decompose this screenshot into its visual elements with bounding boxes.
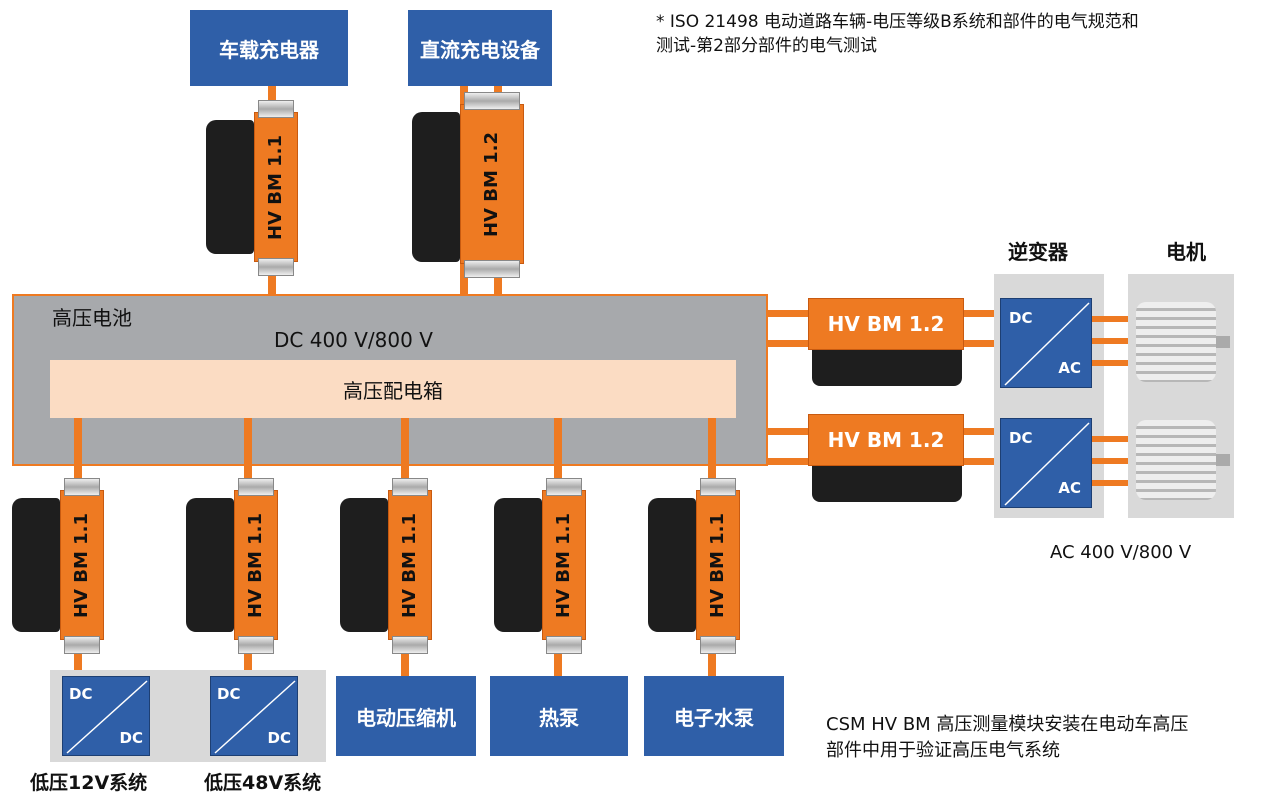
motor-icon: [1136, 420, 1216, 500]
iso-note-line1: * ISO 21498 电动道路车辆-电压等级B系统和部件的电气规范和: [656, 12, 1139, 32]
converter-dc-label: DC: [119, 729, 143, 747]
converter-dc-label: DC: [1009, 309, 1033, 327]
compressor-label: 电动压缩机: [356, 705, 456, 730]
dc-ac-converter: DC AC: [1000, 298, 1092, 388]
dc-dc-converter: DC DC: [62, 676, 150, 756]
cable: [1092, 316, 1136, 322]
low-voltage-12v-label: 低压12V系统: [30, 772, 148, 794]
converter-diagonal: [1004, 302, 1090, 386]
cable: [1092, 480, 1136, 486]
hv-bm-module: HV BM 1.2: [808, 298, 964, 388]
dc-dc-converter: DC DC: [210, 676, 298, 756]
module-label: HV BM 1.2: [827, 428, 945, 452]
hv-bm-module: HV BM 1.1: [494, 478, 586, 654]
cable: [1092, 436, 1136, 442]
hv-bm-module: HV BM 1.2: [412, 92, 524, 278]
heat-pump-box: 热泵: [490, 676, 628, 756]
hv-bm-module: HV BM 1.1: [648, 478, 740, 654]
hv-bm-module: HV BM 1.2: [808, 414, 964, 504]
motor-header: 电机: [1166, 240, 1206, 264]
module-label: HV BM 1.2: [827, 312, 945, 336]
low-voltage-48v-label: 低压48V系统: [204, 772, 322, 794]
module-label: HV BM 1.1: [245, 512, 267, 618]
module-label: HV BM 1.1: [71, 512, 93, 618]
hv-bm-module: HV BM 1.1: [12, 478, 104, 654]
converter-dc-label: DC: [69, 685, 93, 703]
cable: [1092, 338, 1136, 344]
module-label: HV BM 1.1: [265, 134, 287, 240]
dc-charging-box: 直流充电设备: [408, 10, 552, 86]
module-label: HV BM 1.1: [553, 512, 575, 618]
battery-label: 高压电池: [52, 306, 132, 330]
heat-pump-label: 热泵: [539, 705, 579, 730]
caption: CSM HV BM 高压测量模块安装在电动车高压 部件中用于验证高压电气系统: [826, 712, 1188, 764]
dc-charging-label: 直流充电设备: [420, 37, 540, 62]
caption-line2: 部件中用于验证高压电气系统: [826, 740, 1060, 761]
module-label: HV BM 1.1: [707, 512, 729, 618]
converter-diagonal: [214, 680, 296, 754]
converter-ac-label: AC: [1058, 359, 1081, 377]
converter-dc-label: DC: [217, 685, 241, 703]
ac-voltage-label: AC 400 V/800 V: [1050, 542, 1192, 563]
onboard-charger-label: 车载充电器: [219, 37, 319, 62]
water-pump-label: 电子水泵: [674, 705, 754, 730]
converter-diagonal: [1004, 422, 1090, 506]
battery-voltage: DC 400 V/800 V: [274, 328, 433, 352]
module-label: HV BM 1.1: [399, 512, 421, 618]
iso-note: * ISO 21498 电动道路车辆-电压等级B系统和部件的电气规范和 测试-第…: [656, 10, 1139, 58]
iso-note-line2: 测试-第2部分部件的电气测试: [656, 36, 877, 56]
compressor-box: 电动压缩机: [336, 676, 476, 756]
module-label: HV BM 1.2: [481, 131, 503, 237]
converter-ac-label: AC: [1058, 479, 1081, 497]
junction-box-label: 高压配电箱: [343, 378, 443, 403]
converter-dc-label: DC: [1009, 429, 1033, 447]
cable: [1092, 360, 1136, 366]
inverter-header: 逆变器: [1008, 240, 1068, 264]
hv-bm-module: HV BM 1.1: [186, 478, 278, 654]
cable: [1092, 458, 1136, 464]
motor-icon: [1136, 302, 1216, 382]
hv-bm-module: HV BM 1.1: [340, 478, 432, 654]
junction-box: 高压配电箱: [50, 360, 736, 418]
water-pump-box: 电子水泵: [644, 676, 784, 756]
onboard-charger-box: 车载充电器: [190, 10, 348, 86]
dc-ac-converter: DC AC: [1000, 418, 1092, 508]
caption-line1: CSM HV BM 高压测量模块安装在电动车高压: [826, 714, 1189, 735]
converter-dc-label: DC: [267, 729, 291, 747]
converter-diagonal: [66, 680, 148, 754]
hv-bm-module: HV BM 1.1: [206, 100, 298, 276]
